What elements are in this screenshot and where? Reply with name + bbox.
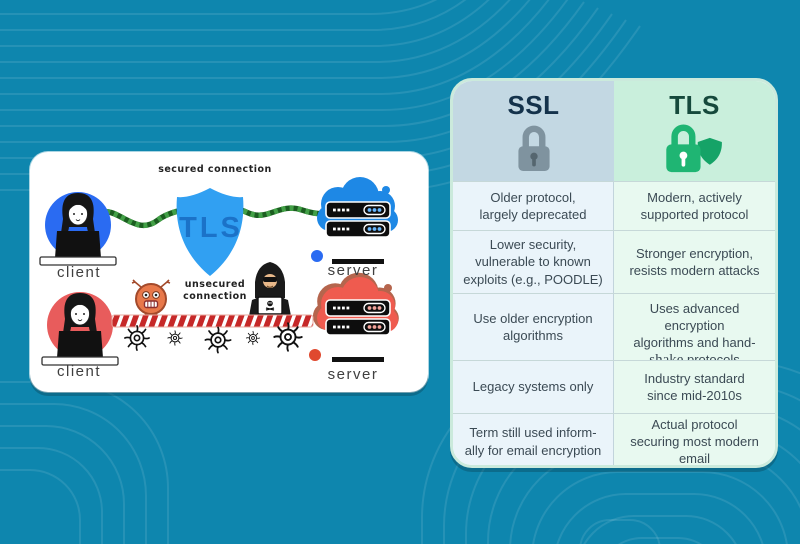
client-bottom-label: client xyxy=(56,363,102,380)
server-bottom-label: server xyxy=(327,366,379,383)
virus-icon xyxy=(124,325,150,351)
table-row: Term still used inform- ally for email e… xyxy=(453,413,775,465)
ssl-tls-comparison-table: SSL TLS xyxy=(450,78,778,468)
blue-accent-dot xyxy=(311,250,323,262)
table-cell-tls: Actual protocol securing most modern ema… xyxy=(614,414,775,465)
secure-server-icon xyxy=(311,177,398,264)
green-padlock-shield-icon xyxy=(663,124,727,179)
virus-icon xyxy=(167,330,183,346)
cell-text: Uses advanced encryption algorithms and … xyxy=(633,300,756,351)
red-accent-dot xyxy=(309,349,321,361)
table-cell-ssl: Legacy systems only xyxy=(453,361,614,413)
gray-padlock-icon xyxy=(512,124,556,179)
secured-connection-label: secured connection xyxy=(158,164,272,175)
tls-shield-label: TLS xyxy=(179,212,243,244)
table-row: Use older encryption algorithms Uses adv… xyxy=(453,293,775,368)
table-row: Legacy systems only Industry standard si… xyxy=(453,360,775,413)
server-top-label: server xyxy=(327,262,379,279)
table-cell-ssl: Older protocol, largely deprecated xyxy=(453,182,614,230)
blue-accent-dot xyxy=(382,186,390,194)
table-header-row: SSL TLS xyxy=(453,81,775,181)
table-cell-tls: Uses advanced encryption algorithms and … xyxy=(614,294,775,368)
virus-icon xyxy=(204,326,232,354)
table-cell-ssl: Lower security, vulnerable to known expl… xyxy=(453,231,614,293)
unsecure-server-icon xyxy=(309,272,399,362)
table-cell-tls: Industry standard since mid-2010s xyxy=(614,361,775,413)
unsecure-cable-icon xyxy=(111,314,314,328)
virus-icon xyxy=(273,322,303,352)
malware-monster-icon xyxy=(131,279,171,320)
hacker-icon xyxy=(249,262,291,316)
ssl-title: SSL xyxy=(507,90,560,120)
client-top-label: client xyxy=(56,264,102,281)
client-top-icon xyxy=(39,191,117,266)
table-row: Older protocol, largely deprecated Moder… xyxy=(453,181,775,230)
table-cell-ssl: Term still used inform- ally for email e… xyxy=(453,414,614,465)
client-bottom-icon xyxy=(41,291,119,366)
table-cell-ssl: Use older encryption algorithms xyxy=(453,294,614,360)
virus-icon xyxy=(245,330,261,346)
tls-column-header: TLS xyxy=(614,81,775,181)
unsecured-connection-label: unsecured connection xyxy=(183,279,247,303)
red-accent-dot xyxy=(384,284,392,292)
tls-shield-icon xyxy=(176,188,244,276)
connection-diagram-panel: secured connection TLS unsecured connect… xyxy=(30,152,428,392)
table-cell-tls: Modern, actively supported protocol xyxy=(614,182,775,230)
ssl-column-header: SSL xyxy=(453,81,614,181)
diagram-artwork xyxy=(39,177,399,366)
table-cell-tls: Stronger encryption, resists modern atta… xyxy=(614,231,775,293)
tls-title: TLS xyxy=(669,90,720,120)
table-row: Lower security, vulnerable to known expl… xyxy=(453,230,775,293)
